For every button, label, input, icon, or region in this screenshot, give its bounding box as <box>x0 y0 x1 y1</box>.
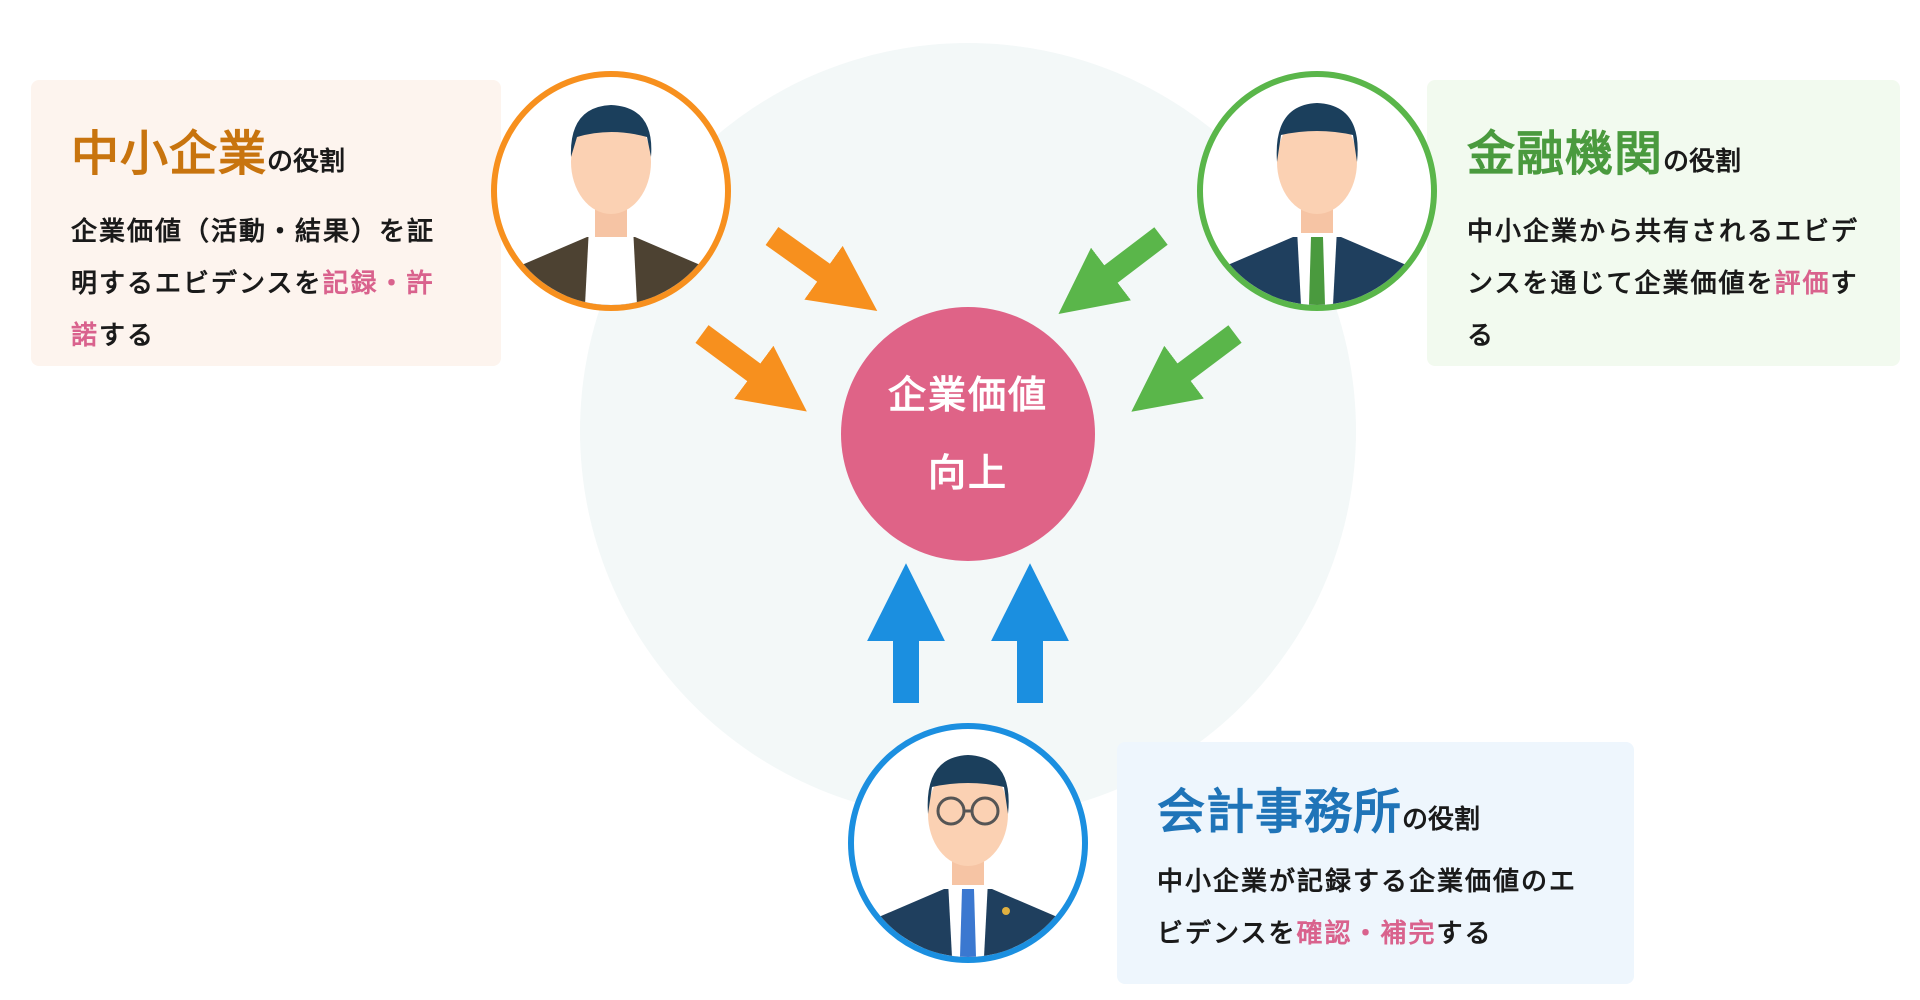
center-line-2: 向上 <box>927 451 1008 495</box>
sme-role-title: 中小企業の役割 <box>71 114 461 184</box>
sme-body-text: 企業価値（活動・結果）を証明するエビデンスを <box>71 217 436 299</box>
green-arrow-1 <box>1058 227 1168 314</box>
accounting-name: 会計事務所 <box>1157 784 1403 840</box>
accounting-role-title: 会計事務所の役割 <box>1157 772 1594 842</box>
bank-suffix: の役割 <box>1663 147 1742 177</box>
person-icon <box>505 105 717 305</box>
accounting-highlight: 確認・補完 <box>1296 919 1437 949</box>
bank-role-title: 金融機関の役割 <box>1467 114 1860 184</box>
center-goal-circle: 企業価値向上 <box>841 307 1095 561</box>
accounting-role-card: 会計事務所の役割 中小企業が記録する企業価値のエビデンスを確認・補完する <box>1117 742 1634 984</box>
bank-body-text: 中小企業から共有されるエビデンスを通じて企業価値を <box>1467 217 1860 299</box>
person-icon <box>1211 103 1423 305</box>
bank-body-end: する <box>1467 269 1859 351</box>
sme-highlight: 記録・許諾 <box>71 269 435 351</box>
accounting-person-avatar <box>848 723 1088 963</box>
accounting-body-end: する <box>1436 919 1493 949</box>
sme-person-avatar <box>491 71 731 311</box>
accounting-suffix: の役割 <box>1402 805 1481 835</box>
orange-arrow-2 <box>695 325 807 412</box>
sme-body-end: する <box>99 321 156 351</box>
orange-arrow-1 <box>765 227 878 311</box>
center-line-1: 企業価値 <box>887 373 1048 417</box>
accounting-body-text: 中小企業が記録する企業価値のエビデンスを <box>1157 867 1578 949</box>
bank-highlight: 評価 <box>1774 269 1831 299</box>
bank-role-card: 金融機関の役割 中小企業から共有されるエビデンスを通じて企業価値を評価する <box>1427 80 1900 366</box>
sme-suffix: の役割 <box>267 147 346 177</box>
person-icon <box>862 755 1074 957</box>
sme-role-body: 企業価値（活動・結果）を証明するエビデンスを記録・許諾する <box>71 206 461 362</box>
bank-name: 金融機関 <box>1467 126 1664 182</box>
sme-name: 中小企業 <box>71 126 268 182</box>
accounting-role-body: 中小企業が記録する企業価値のエビデンスを確認・補完する <box>1157 856 1594 960</box>
sme-role-card: 中小企業の役割 企業価値（活動・結果）を証明するエビデンスを記録・許諾する <box>31 80 501 366</box>
bank-role-body: 中小企業から共有されるエビデンスを通じて企業価値を評価する <box>1467 206 1860 362</box>
bank-person-avatar <box>1197 71 1437 311</box>
green-arrow-2 <box>1131 325 1242 412</box>
